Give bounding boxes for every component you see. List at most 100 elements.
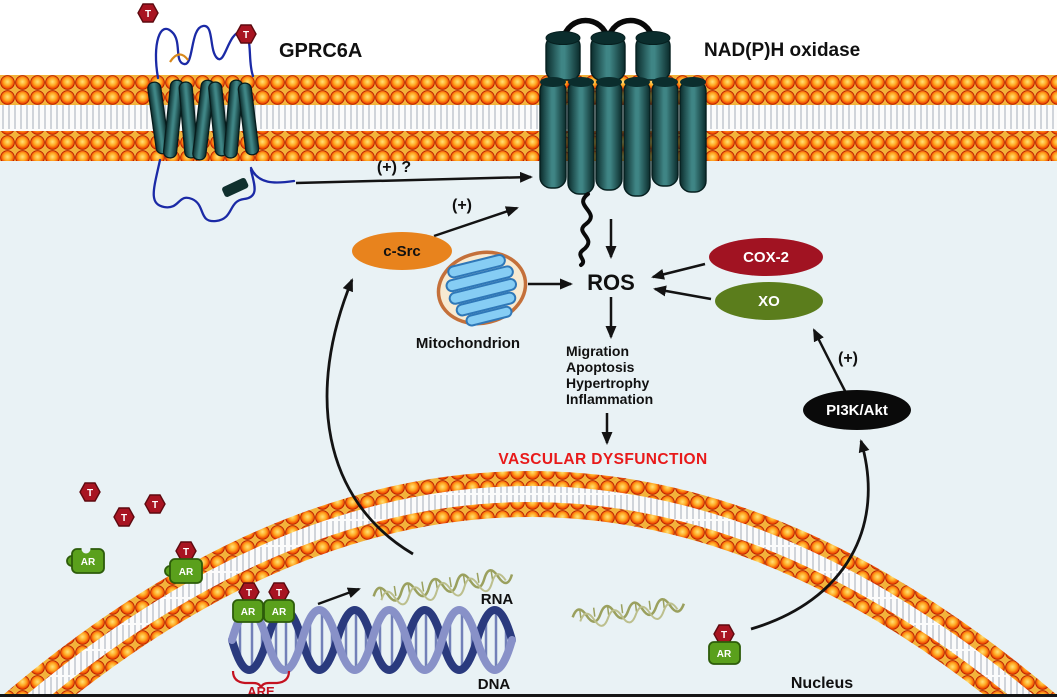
xo-label: XO xyxy=(758,293,780,310)
t-label: T xyxy=(152,500,158,511)
arrow-xo-to-ros xyxy=(653,285,712,301)
t-label: T xyxy=(246,588,252,599)
rna-ticks xyxy=(579,599,665,619)
gprc6a-receptor xyxy=(147,24,296,223)
dna-strand-light xyxy=(228,606,516,674)
subunit-cylinder xyxy=(539,79,567,189)
ar-body xyxy=(169,558,203,584)
effects-list: Migration Apoptosis Hypertrophy Inflamma… xyxy=(566,343,653,407)
nadph-tm-subunits xyxy=(539,77,707,197)
arrow-ar-to-pi3k xyxy=(750,439,870,631)
ligand-t: T xyxy=(137,3,159,23)
ar-label: AR xyxy=(717,649,732,660)
ar-body xyxy=(708,641,741,665)
rna-strand xyxy=(372,569,514,602)
rna-ticks xyxy=(379,570,494,599)
activation-unknown-label: (+) ? xyxy=(377,159,411,176)
rna-transcript-2 xyxy=(571,598,686,627)
tm-helix xyxy=(162,79,185,159)
subunit-cap xyxy=(540,77,566,87)
xo-node xyxy=(715,282,823,320)
gprc6a-c-tail xyxy=(249,166,296,184)
t-label: T xyxy=(243,30,249,41)
t-hexagon xyxy=(144,494,166,514)
ar-label: AR xyxy=(241,607,256,618)
arrow-nucleus-to-csrc xyxy=(325,278,414,556)
cox2-label: COX-2 xyxy=(743,249,789,266)
subunit-cylinder xyxy=(651,79,679,187)
arrow-ar-dimer-to-rna xyxy=(317,587,361,606)
t-hexagon xyxy=(79,482,101,502)
gprc6a-tm-helices xyxy=(147,79,260,161)
nadph-top-subunits xyxy=(545,31,671,81)
rna-transcript xyxy=(372,569,514,606)
pathway-arrows xyxy=(295,171,870,631)
pi3k-label: PI3K/Akt xyxy=(826,402,888,419)
arrow-csrc-to-nadph xyxy=(433,206,519,238)
nadph-cytoplasmic-tail xyxy=(578,192,593,267)
subunit-cylinder xyxy=(595,79,623,191)
activation-csrc-label: (+) xyxy=(452,197,472,214)
subunit-cylinder xyxy=(567,79,595,195)
tm-helix xyxy=(208,81,229,157)
crista xyxy=(455,291,517,317)
ar-binding-notch xyxy=(81,544,91,554)
ar-receptor-bound: T AR xyxy=(164,541,203,584)
gprc6a-intracellular-loops xyxy=(152,158,256,223)
rna-strand-secondary xyxy=(380,573,507,606)
nadph-label: NAD(P)H oxidase xyxy=(704,40,860,61)
tm-helix xyxy=(178,81,199,159)
subunit-cap xyxy=(635,31,671,45)
effect-item: Hypertrophy xyxy=(566,375,649,391)
are-label: ARE xyxy=(247,684,275,697)
t-label: T xyxy=(87,488,93,499)
effect-item: Apoptosis xyxy=(566,359,635,375)
arrow-pi3k-to-xo xyxy=(812,328,847,392)
crista xyxy=(447,253,506,279)
ligand-t: T xyxy=(235,24,257,44)
ar-label: AR xyxy=(81,557,96,568)
outcome-label: VASCULAR DYSFUNCTION xyxy=(498,451,707,468)
rna-strand-secondary xyxy=(579,602,679,627)
cox2-node xyxy=(709,238,823,276)
nucleus-label: Nucleus xyxy=(791,675,853,692)
subunit-cap xyxy=(596,77,622,87)
gprc6a-label: GPRC6A xyxy=(279,40,362,62)
tm-helix xyxy=(237,82,260,156)
rna-label: RNA xyxy=(481,591,514,608)
nadph-oxidase xyxy=(539,17,707,267)
ar-body xyxy=(232,599,264,623)
gprc6a-loop-accent xyxy=(169,53,189,63)
ar-receptor-unbound: AR xyxy=(66,544,105,574)
t-hexagon xyxy=(137,3,159,23)
are-bracket xyxy=(231,670,291,689)
ar-label: AR xyxy=(272,607,287,618)
ligand-t: T xyxy=(113,507,135,527)
t-label: T xyxy=(183,547,189,558)
ar-body xyxy=(263,599,295,623)
ros-label: ROS xyxy=(587,270,635,295)
csrc-node xyxy=(352,232,452,270)
nuclear-membrane-tails xyxy=(24,486,1036,697)
subunit-cap xyxy=(652,77,678,87)
gprc6a-helix-fragment xyxy=(222,177,249,197)
figure-bottom-border xyxy=(0,694,1057,697)
t-label: T xyxy=(121,513,127,524)
ar-label: AR xyxy=(179,567,194,578)
ar-dimer-on-dna: T T AR AR xyxy=(232,582,295,623)
effect-item: Inflammation xyxy=(566,391,653,407)
crista xyxy=(465,305,513,327)
crista xyxy=(448,278,518,305)
mitochondrion xyxy=(436,250,528,327)
arrow-cox2-to-ros xyxy=(651,262,706,280)
mitochondrion-label: Mitochondrion xyxy=(416,335,520,352)
subunit-cap xyxy=(590,31,626,45)
arrow-gprc6a-to-nadph xyxy=(295,171,533,185)
t-hexagon xyxy=(113,507,135,527)
t-label: T xyxy=(276,588,282,599)
nuclear-envelope xyxy=(0,471,1057,697)
csrc-label: c-Src xyxy=(383,243,421,260)
ar-receptor-nuclear: T AR xyxy=(708,624,741,665)
